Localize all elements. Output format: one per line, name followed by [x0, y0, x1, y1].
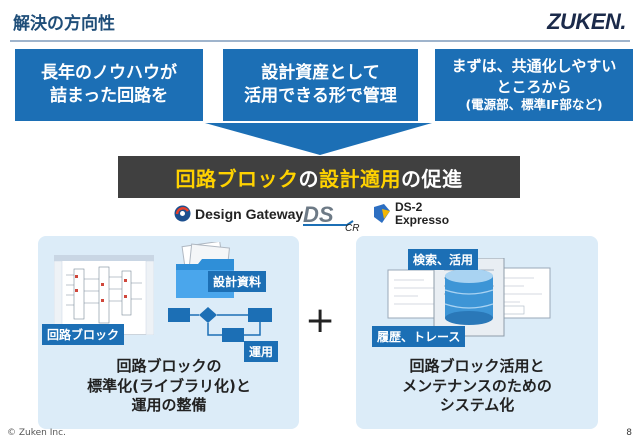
top-box-know-how: 長年のノウハウが 詰まった回路を: [15, 49, 203, 121]
plus-sign: +: [305, 300, 336, 341]
design-gateway-logo: Design Gateway: [174, 205, 303, 222]
caption-line: 回路ブロック活用と: [409, 357, 545, 375]
banner-text: の: [298, 166, 319, 191]
top-box-line: まずは、共通化しやすい: [451, 57, 617, 76]
page-number: 8: [626, 428, 632, 438]
page-title: 解決の方向性: [13, 14, 115, 34]
ds2-line2: Expresso: [395, 212, 450, 227]
top-box-common: まずは、共通化しやすい ところから (電源部、標準IF部など): [435, 49, 633, 121]
caption-line: システム化: [439, 396, 515, 414]
operation-label: 運用: [244, 341, 279, 362]
zuken-logo: ZUKEN.: [547, 9, 626, 34]
ds-logo-text: DS: [303, 202, 334, 227]
top-box-line: ところから: [496, 77, 572, 96]
down-arrow-icon: [205, 123, 432, 155]
banner-highlight: 回路ブロック: [175, 166, 299, 191]
banner-highlight: 設計適用: [319, 166, 401, 191]
top-box-line: 長年のノウハウが: [41, 63, 177, 84]
top-box-line: 設計資産として: [261, 63, 380, 84]
ds2-icon: [374, 203, 390, 223]
top-box-asset: 設計資産として 活用できる形で管理: [223, 49, 418, 121]
copyright-text: © Zuken Inc.: [7, 428, 66, 438]
design-gateway-text: Design Gateway: [195, 205, 304, 222]
caption-line: 運用の整備: [131, 396, 207, 414]
banner-text: の促進: [401, 166, 463, 191]
ds2-expresso-logo: DS-2 Expresso: [372, 201, 449, 226]
ds-sub-text: CR: [345, 223, 359, 233]
circuit-block-label: 回路ブロック: [42, 324, 125, 345]
top-box-line: 詰まった回路を: [49, 86, 169, 106]
design-gateway-icon: [174, 205, 191, 222]
top-box-line: (電源部、標準IF部など): [465, 96, 603, 112]
design-documents-label: 設計資料: [208, 271, 267, 292]
caption-line: 回路ブロックの: [116, 357, 222, 375]
flowchart-icon: [168, 307, 272, 342]
promotion-banner: 回路ブロックの設計適用の促進: [118, 156, 520, 198]
schematic-screenshot-icon: [54, 255, 154, 335]
caption-line: メンテナンスのための: [402, 376, 552, 395]
search-use-label: 検索、活用: [408, 249, 479, 270]
left-panel-caption: 回路ブロックの 標準化(ライブラリ化)と 運用の整備: [42, 357, 296, 416]
ds-cr-logo: DS CR: [303, 202, 359, 233]
database-system-icon: [387, 258, 551, 337]
title-divider: [10, 40, 630, 42]
history-trace-label: 履歴、トレース: [372, 326, 466, 347]
right-panel-caption: 回路ブロック活用と メンテナンスのための システム化: [360, 357, 594, 416]
caption-line: 標準化(ライブラリ化)と: [87, 376, 251, 395]
top-box-line: 活用できる形で管理: [244, 86, 397, 106]
ds2-line1: DS-2: [395, 200, 423, 214]
